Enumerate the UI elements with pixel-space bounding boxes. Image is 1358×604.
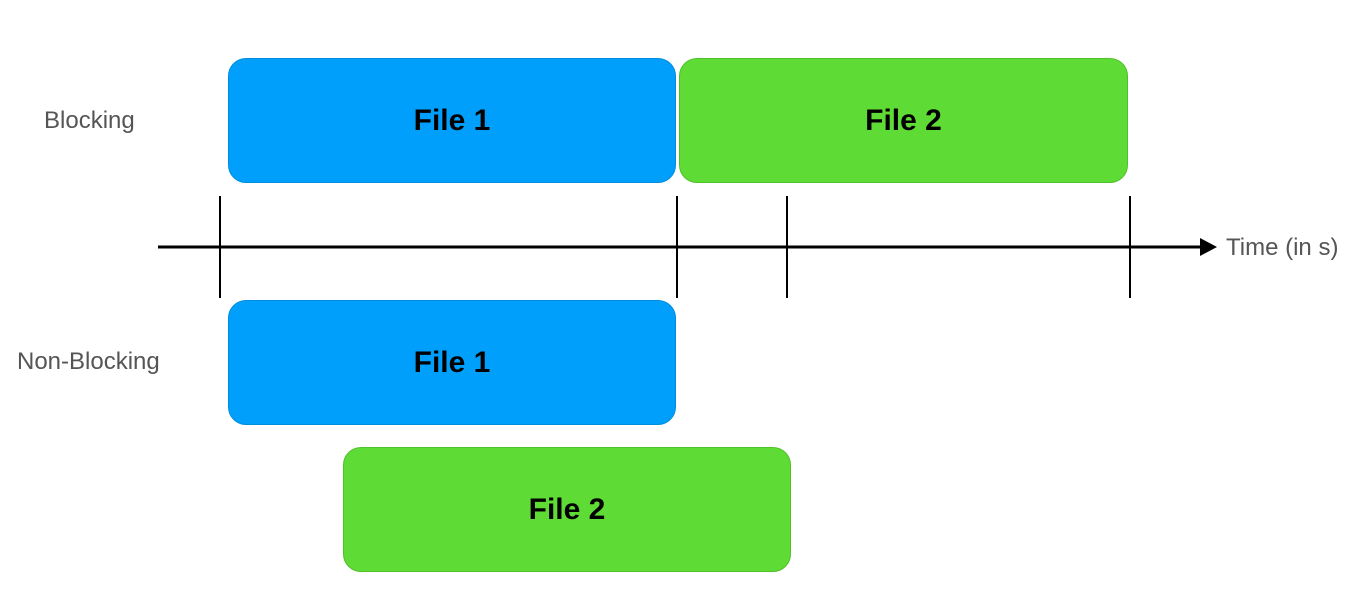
time-axis-arrowhead: [1200, 238, 1217, 256]
blocking-row-label: Blocking: [44, 107, 135, 134]
nonblocking-file1-block: File 1: [228, 300, 676, 425]
nonblocking-file2-block: File 2: [343, 447, 791, 572]
time-axis-label: Time (in s): [1226, 234, 1339, 261]
blocking-file2-block: File 2: [679, 58, 1128, 183]
nonblocking-file2-label: File 2: [528, 492, 606, 526]
blocking-file2-label: File 2: [865, 103, 942, 137]
blocking-file1-label: File 1: [413, 103, 491, 137]
blocking-file1-block: File 1: [228, 58, 676, 183]
nonblocking-file1-label: File 1: [413, 345, 491, 379]
nonblocking-row-label: Non-Blocking: [17, 348, 160, 375]
